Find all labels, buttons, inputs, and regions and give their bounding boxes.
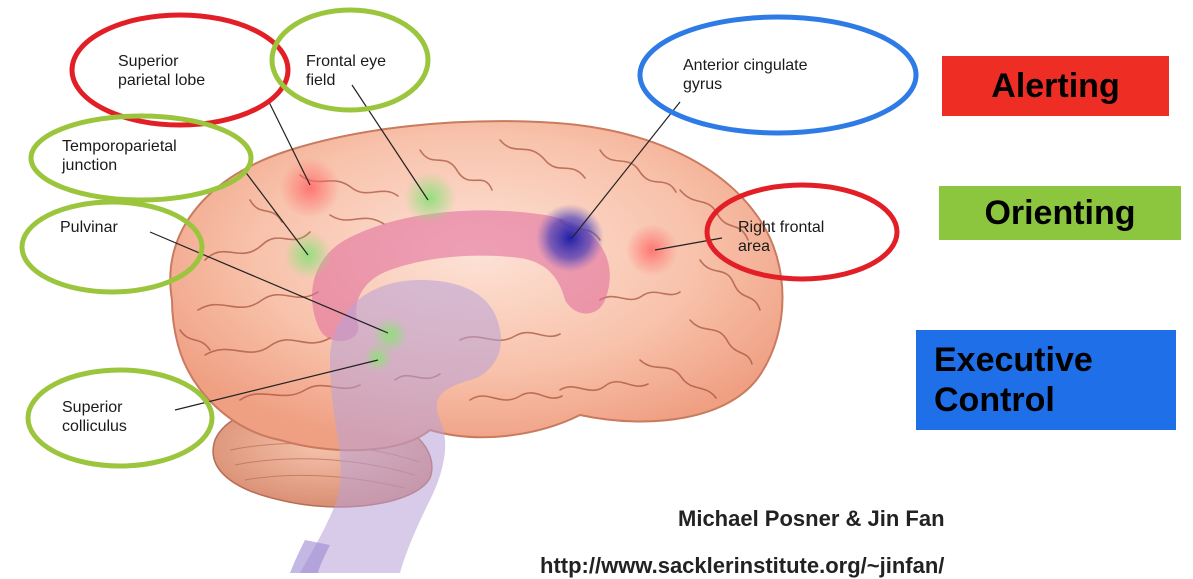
glow-frontal-eye-field — [404, 172, 456, 224]
credit-url[interactable]: http://www.sacklerinstitute.org/~jinfan/ — [540, 553, 944, 579]
legend-executive-control: Executive Control — [916, 330, 1176, 430]
glow-superior-parietal — [280, 158, 340, 218]
cerebrum — [170, 121, 782, 450]
label-pulvinar: Pulvinar — [60, 218, 118, 237]
legend-alerting-label: Alerting — [991, 67, 1119, 106]
label-superior-colliculus: Superior colliculus — [62, 398, 127, 436]
label-frontal-eye-field: Frontal eye field — [306, 52, 386, 90]
glow-right-frontal — [626, 224, 678, 276]
legend-executive-control-label: Executive Control — [934, 340, 1093, 420]
glow-superior-colliculus — [364, 344, 392, 372]
label-right-frontal-area: Right frontal area — [738, 218, 824, 256]
legend-alerting: Alerting — [942, 56, 1169, 116]
legend-orienting: Orienting — [939, 186, 1181, 240]
label-superior-parietal-lobe: Superior parietal lobe — [118, 52, 205, 90]
glow-anterior-cingulate — [536, 204, 604, 272]
label-anterior-cingulate-gyrus: Anterior cingulate gyrus — [683, 56, 808, 94]
credit-authors: Michael Posner & Jin Fan — [678, 506, 945, 532]
legend-orienting-label: Orienting — [984, 194, 1135, 233]
label-temporoparietal-junction: Temporoparietal junction — [62, 137, 177, 175]
